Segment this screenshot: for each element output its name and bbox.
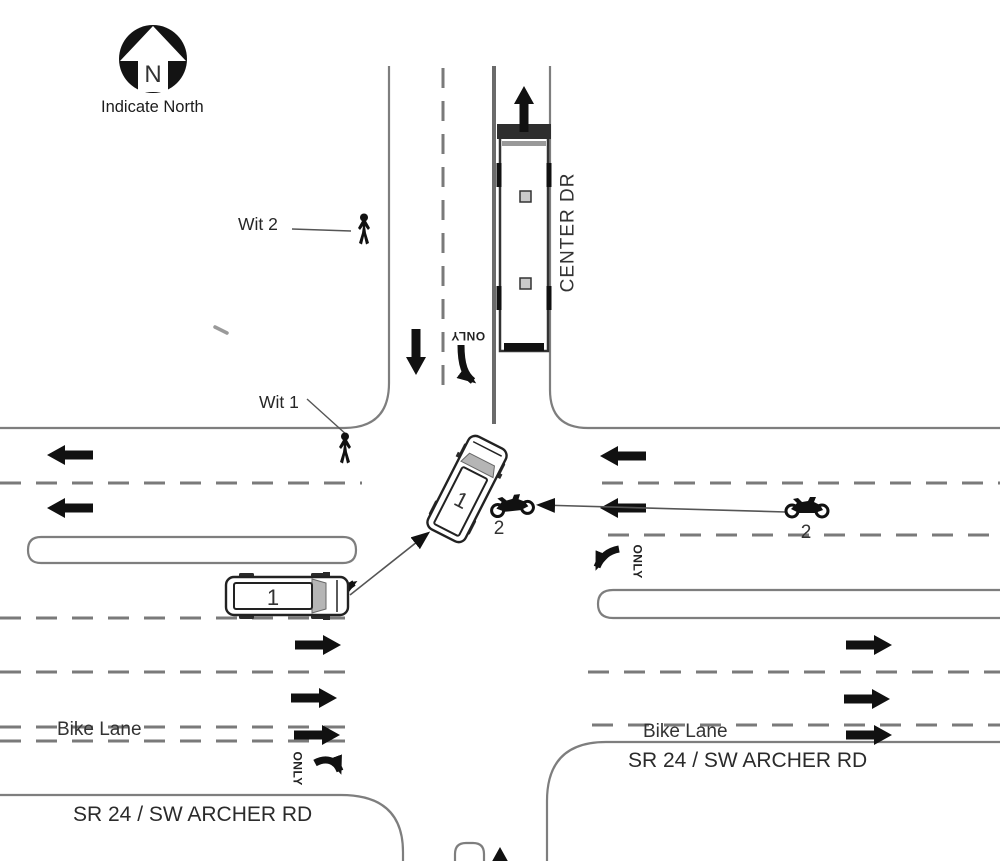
bus-northbound (496, 86, 552, 353)
street-label-archer-east: SR 24 / SW ARCHER RD (628, 749, 868, 772)
bus-wheels (496, 163, 552, 310)
sb-left-turn-arrow (456, 344, 477, 384)
north-compass-icon: N (119, 25, 187, 93)
wb-arrow-west-1 (47, 445, 93, 465)
wit2-leader-line (291, 228, 352, 232)
stray-mark (213, 325, 229, 335)
wb-arrow-east-1 (600, 446, 646, 466)
eb-arrow-east-1 (846, 635, 892, 655)
lane-arrows (47, 329, 892, 861)
bike-lane-label-west: Bike Lane (57, 719, 142, 740)
street-label-archer-west: SR 24 / SW ARCHER RD (73, 803, 313, 826)
vehicle2-initial (784, 497, 830, 519)
south-leg-east-edge (545, 740, 1000, 861)
compass-letter: N (144, 61, 161, 88)
eb-arrow-west-1 (295, 635, 341, 655)
road-edges (0, 66, 1000, 861)
vehicle1-initial: 1 (224, 572, 350, 620)
witness2-label: Wit 2 (238, 214, 278, 234)
vehicle1-final: 1 (426, 434, 508, 544)
lane-dashes (0, 68, 1000, 743)
south-leg-west-edge (0, 793, 405, 861)
eb-arrow-east-2 (844, 689, 890, 709)
vehicle1-initial-label: 1 (267, 585, 279, 610)
witness1-label: Wit 1 (259, 392, 299, 412)
eb-arrow-west-2 (291, 688, 337, 708)
only-marking-wb-left-turn: ONLY (630, 544, 645, 579)
bus-rear-bar (504, 343, 544, 351)
bike-lane-label-east: Bike Lane (643, 721, 728, 742)
movement-paths (291, 228, 787, 596)
nb-arrow-south-leg (490, 847, 510, 861)
wit1-pedestrian-icon (339, 432, 351, 464)
only-marking-eb-right-turn: ONLY (290, 751, 305, 786)
vehicle1-path-line (349, 531, 431, 596)
vehicle2-initial-label: 2 (801, 522, 812, 543)
eb-right-turn-arrow (313, 754, 344, 775)
wb-arrow-west-2 (47, 498, 93, 518)
only-marking-north-leg: ONLY (450, 329, 486, 344)
median-east (596, 588, 1000, 620)
compass-caption: Indicate North (101, 98, 204, 116)
vehicle2-final (490, 494, 535, 519)
median-island-south (453, 841, 486, 861)
wb-left-turn-arrow (593, 545, 620, 571)
vehicle2-path-line (536, 497, 787, 513)
street-label-center-dr: CENTER DR (557, 172, 579, 293)
median-west (26, 535, 358, 565)
sb-arrow-north-leg (406, 329, 426, 375)
wit1-leader-line (306, 398, 349, 437)
vehicle2-final-label: 2 (494, 518, 505, 539)
north-leg-west-edge (0, 66, 391, 430)
north-leg-east-edge (548, 66, 1000, 430)
turn-arrows (313, 344, 620, 775)
wit2-pedestrian-icon (358, 213, 370, 245)
